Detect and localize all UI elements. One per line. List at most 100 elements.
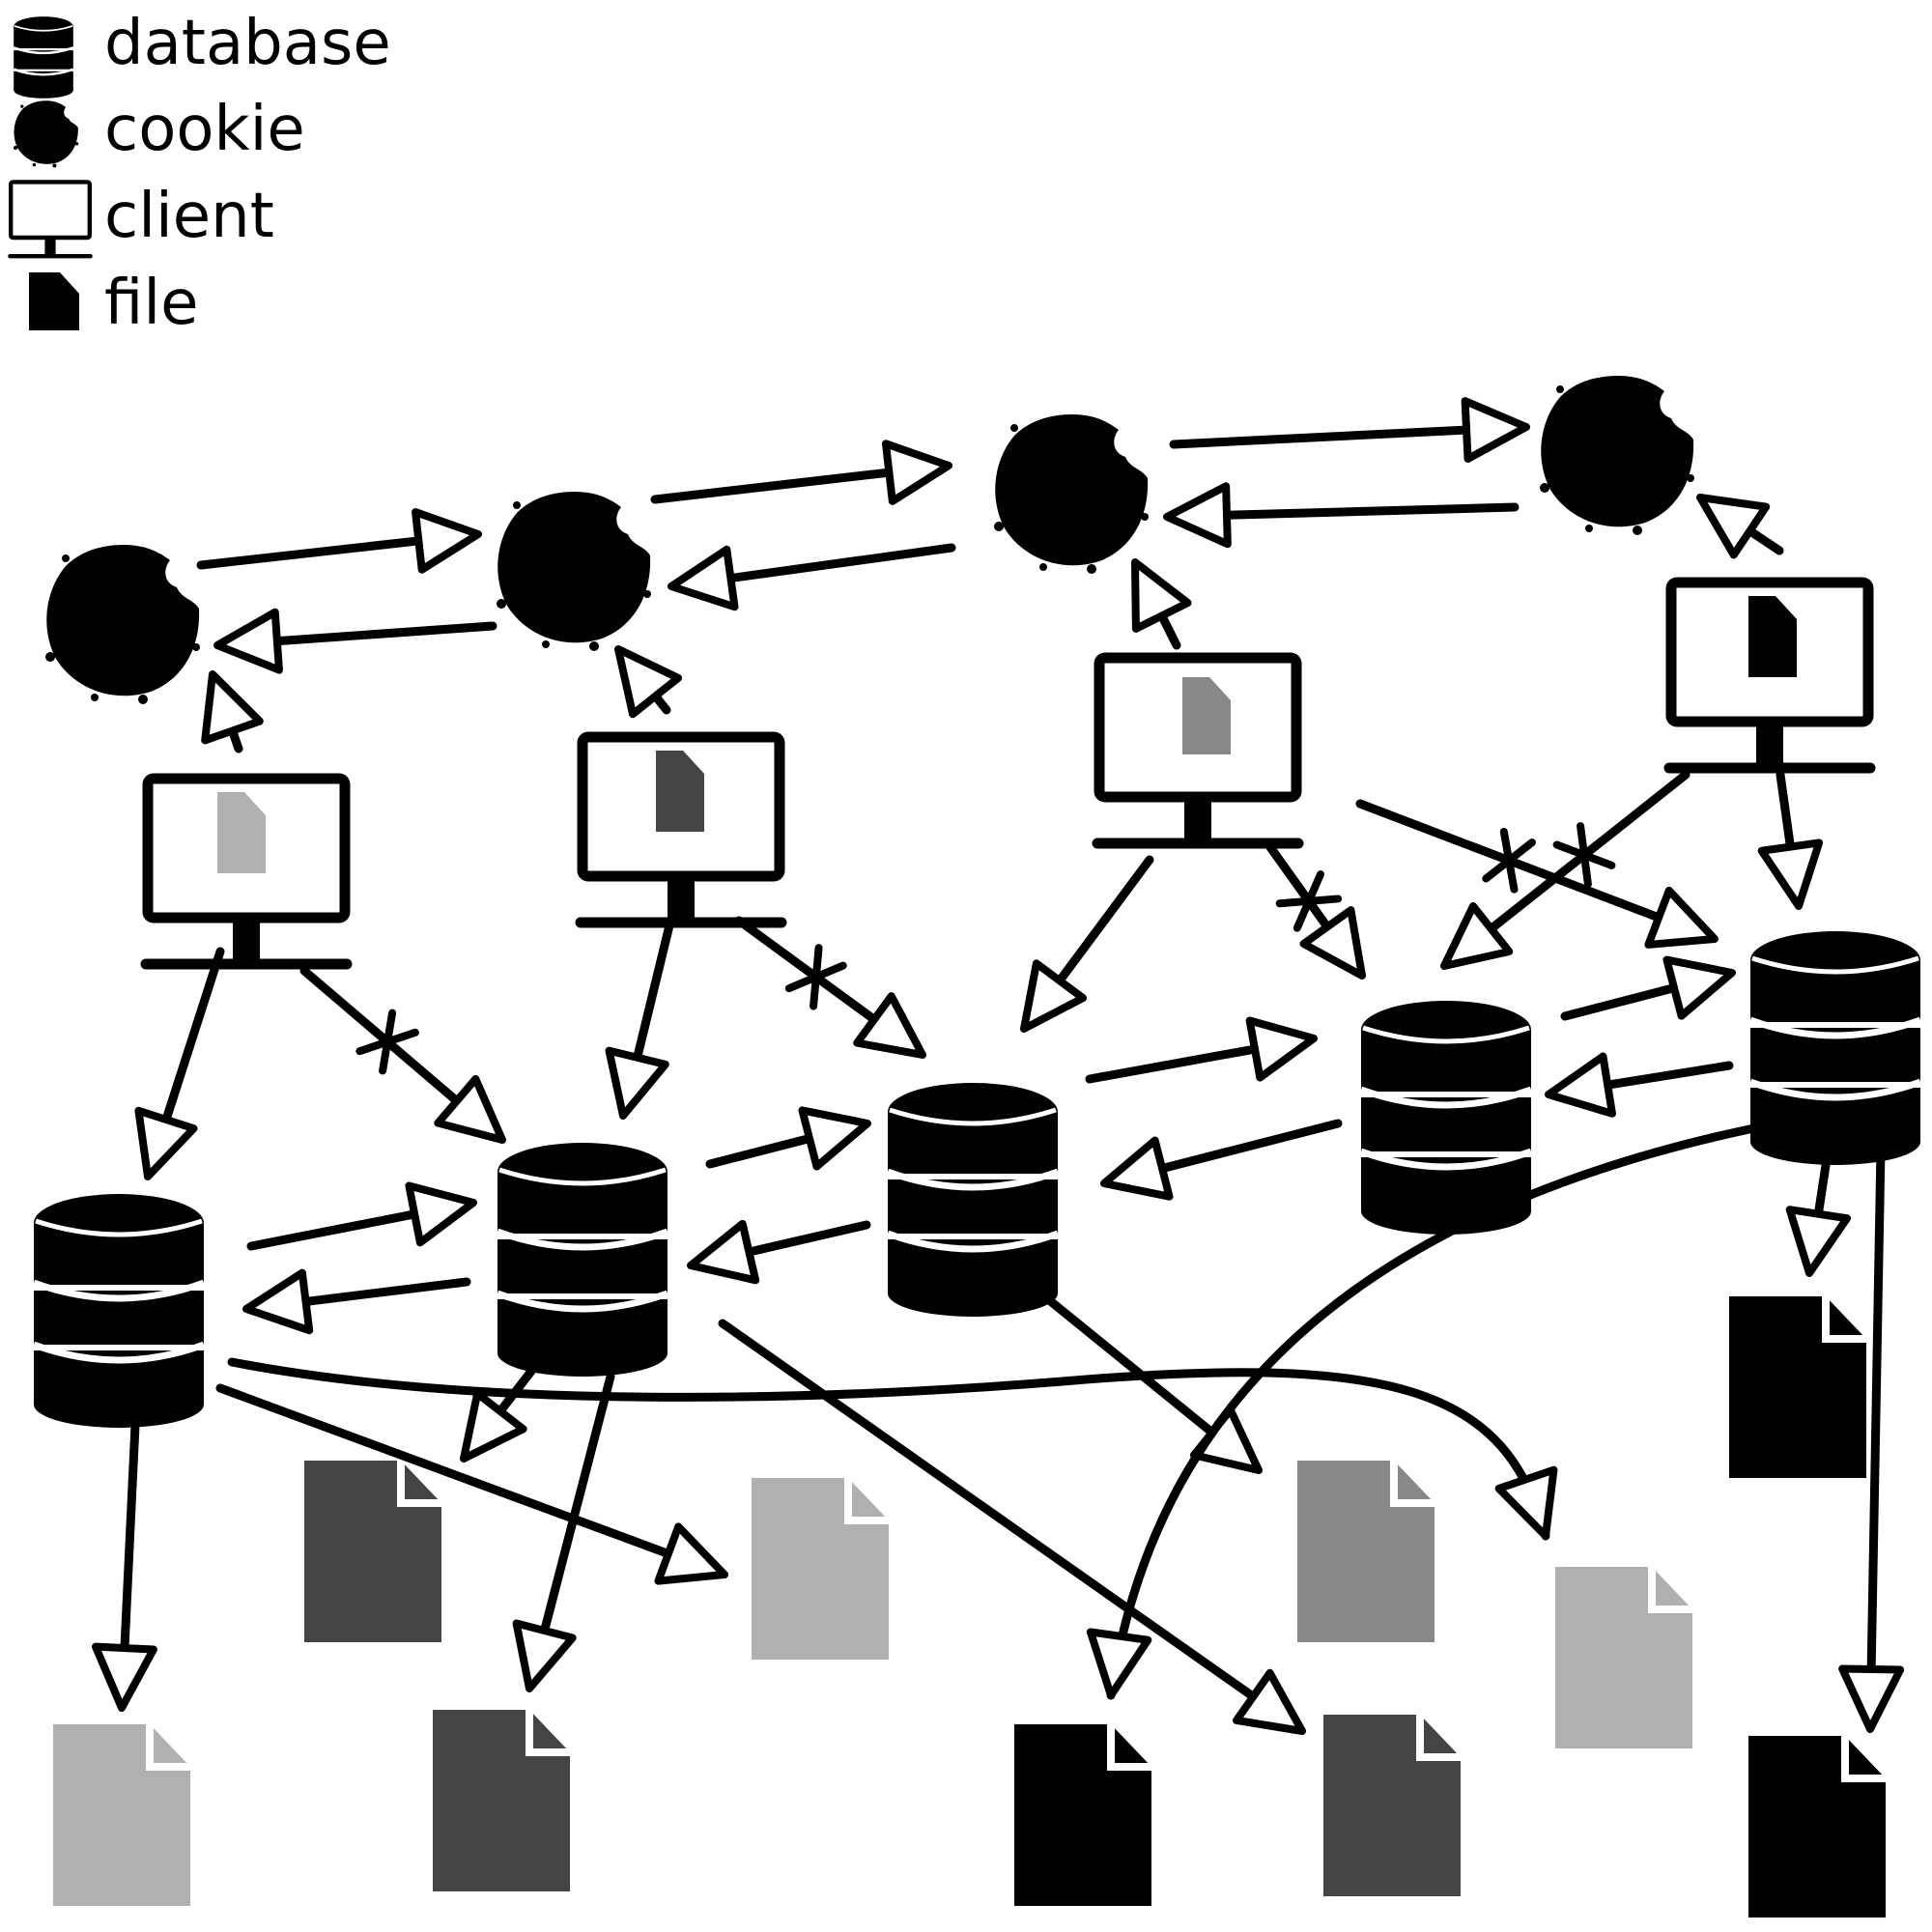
db-1 bbox=[34, 1194, 204, 1428]
arrowhead bbox=[1644, 886, 1719, 949]
edge-db-1-to-db-2 bbox=[246, 1181, 477, 1251]
arrowhead bbox=[614, 645, 683, 719]
file-9 bbox=[1729, 1296, 1866, 1478]
legend-label-file: file bbox=[104, 268, 198, 339]
file-6 bbox=[1297, 1461, 1435, 1642]
edge-line bbox=[1048, 855, 1154, 995]
arrowhead bbox=[1233, 1668, 1306, 1735]
arrowhead bbox=[460, 1389, 527, 1463]
arrowhead bbox=[1131, 558, 1192, 633]
edge-db-2-to-file-2 bbox=[460, 1348, 551, 1463]
arrowhead bbox=[1086, 1628, 1152, 1699]
legend: database cookie client file bbox=[10, 8, 391, 339]
arrows-layer bbox=[91, 397, 1905, 1735]
edge-client-2-to-db-2 bbox=[605, 921, 674, 1120]
blocked-cross-icon bbox=[355, 1009, 419, 1075]
edge-line bbox=[1866, 1145, 1886, 1686]
file-4 bbox=[752, 1478, 889, 1660]
arrowhead bbox=[798, 1106, 871, 1171]
edge-line bbox=[215, 1383, 684, 1563]
edge-db-5-to-file-5 bbox=[1086, 1119, 1782, 1700]
blocked-cross-icon bbox=[1275, 870, 1343, 932]
edge-client-1-to-cookie-1 bbox=[201, 670, 264, 753]
edge-curve bbox=[227, 1357, 1550, 1541]
arrowhead bbox=[512, 1619, 577, 1692]
client-3 bbox=[1097, 658, 1298, 843]
file-8 bbox=[1555, 1567, 1692, 1748]
edge-line bbox=[119, 1420, 140, 1664]
arrowhead bbox=[1100, 1136, 1174, 1201]
edge-db-2-to-file-7 bbox=[718, 1319, 1306, 1735]
edge-db-2-to-db-3 bbox=[705, 1106, 871, 1171]
legend-label-client: client bbox=[104, 181, 274, 252]
edge-db-3-to-db-4 bbox=[1085, 1016, 1318, 1084]
arrowhead bbox=[1461, 397, 1530, 464]
edge-cookie-2-to-cookie-3 bbox=[650, 440, 952, 505]
cookie-4 bbox=[1540, 376, 1694, 535]
edge-line bbox=[733, 1220, 871, 1260]
file-2 bbox=[304, 1461, 441, 1642]
edge-line bbox=[1169, 424, 1483, 449]
cookie-3 bbox=[994, 414, 1149, 574]
arrowhead bbox=[412, 508, 482, 574]
edge-line bbox=[1355, 799, 1674, 926]
cookie-icon bbox=[13, 100, 79, 168]
edge-db-4-to-db-3 bbox=[1100, 1119, 1343, 1201]
edge-line bbox=[734, 916, 889, 1031]
edge-line bbox=[1210, 502, 1520, 521]
edge-client-1-to-db-2 bbox=[299, 966, 506, 1144]
client-icon bbox=[10, 182, 90, 256]
edge-db-5-to-file-10 bbox=[1838, 1145, 1905, 1733]
edge-client-3-to-cookie-3 bbox=[1131, 558, 1192, 650]
edge-client-4-to-db-5 bbox=[1757, 770, 1824, 910]
arrowhead bbox=[881, 440, 952, 505]
edge-line bbox=[1591, 1061, 1734, 1092]
edge-client-1-to-db-1 bbox=[134, 947, 225, 1180]
db-3 bbox=[888, 1083, 1058, 1317]
edge-cookie-2-to-cookie-1 bbox=[213, 608, 497, 674]
edge-line bbox=[1043, 1294, 1226, 1444]
edge-db-1-to-file-1 bbox=[91, 1420, 157, 1712]
edge-cookie-3-to-cookie-2 bbox=[668, 543, 956, 611]
file-3 bbox=[433, 1710, 570, 1891]
arrowhead bbox=[1245, 1016, 1318, 1082]
file-5 bbox=[1014, 1724, 1151, 1906]
client-2 bbox=[581, 737, 781, 923]
edge-db-5-to-file-9 bbox=[1785, 1135, 1851, 1277]
edge-client-2-to-cookie-2 bbox=[614, 645, 683, 719]
blocked-cross-icon bbox=[784, 944, 847, 1010]
edge-line bbox=[157, 947, 225, 1135]
arrowhead bbox=[605, 1046, 669, 1120]
arrowhead bbox=[668, 545, 739, 611]
edge-db-2-to-db-1 bbox=[242, 1268, 471, 1335]
edge-db-1-to-file-4 bbox=[215, 1383, 728, 1585]
edge-line bbox=[537, 1372, 615, 1647]
edge-line bbox=[290, 1277, 471, 1308]
database-icon bbox=[12, 14, 75, 100]
cookie-1 bbox=[45, 545, 200, 704]
edge-line bbox=[1085, 1042, 1271, 1084]
arrowhead bbox=[1494, 1465, 1558, 1540]
arrowhead bbox=[242, 1268, 314, 1335]
arrowhead bbox=[1662, 955, 1736, 1020]
edge-client-3-to-db-5 bbox=[1355, 799, 1719, 949]
edge-client-3-to-db-4 bbox=[1265, 842, 1366, 980]
arrowhead bbox=[687, 1219, 760, 1285]
arrowhead bbox=[134, 1106, 198, 1180]
edge-line bbox=[650, 467, 905, 504]
file-7 bbox=[1323, 1715, 1461, 1896]
edge-line bbox=[1146, 1119, 1343, 1177]
arrowhead bbox=[1696, 494, 1771, 559]
edge-db-3-to-file-6 bbox=[1043, 1294, 1263, 1474]
edge-line bbox=[261, 621, 497, 646]
arrowhead bbox=[1757, 838, 1824, 910]
edge-db-2-to-file-3 bbox=[512, 1372, 615, 1692]
edge-db-1-to-file-8 bbox=[227, 1357, 1558, 1541]
arrowhead bbox=[1440, 901, 1514, 970]
edge-line bbox=[246, 1208, 431, 1251]
edge-db-4-to-db-5 bbox=[1560, 955, 1736, 1021]
file-10 bbox=[1748, 1736, 1886, 1918]
client-1-screen-file bbox=[217, 792, 266, 873]
arrowhead bbox=[1785, 1206, 1851, 1277]
arrowhead bbox=[434, 1074, 506, 1144]
